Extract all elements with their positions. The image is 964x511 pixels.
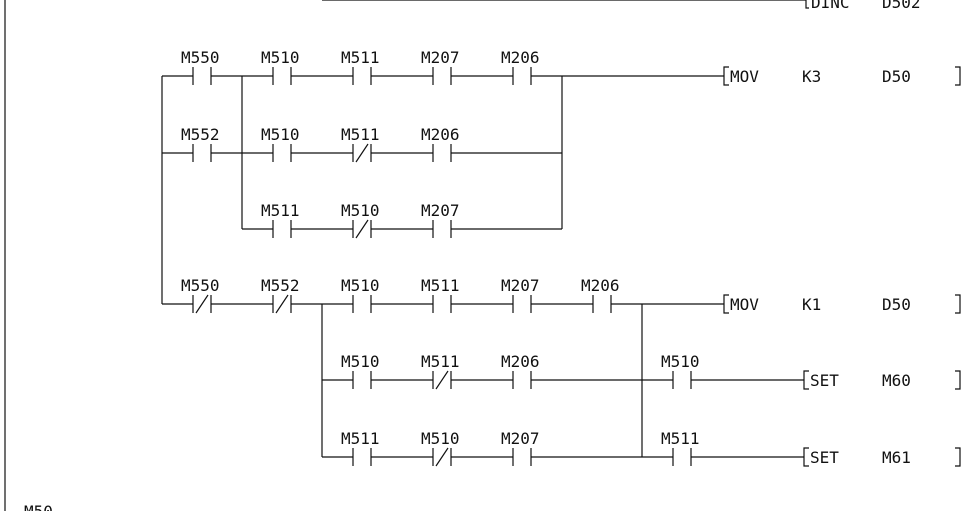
contact-m511-no: M511 bbox=[341, 429, 380, 466]
mov-k3-op: MOV bbox=[730, 67, 759, 86]
contact-m206-no: M206 bbox=[421, 125, 460, 162]
contact-m552-no: M552 bbox=[181, 125, 220, 162]
contact-label: M511 bbox=[421, 352, 460, 371]
contact-m510-nc: M510 bbox=[341, 201, 380, 239]
contact-m207-no: M207 bbox=[421, 48, 460, 85]
bracket-right-set-m61 bbox=[955, 447, 961, 467]
contact-nc-slash bbox=[435, 370, 449, 390]
bracket-left-top bbox=[805, 0, 809, 9]
set-m60-operand: M60 bbox=[882, 371, 911, 390]
contact-m206-no: M206 bbox=[501, 352, 540, 389]
bracket-right-set-m60 bbox=[955, 370, 961, 390]
contact-label: M206 bbox=[501, 352, 540, 371]
contact-m511-nc: M511 bbox=[341, 125, 380, 163]
contact-nc-slash bbox=[275, 294, 289, 314]
contact-m207-no: M207 bbox=[421, 201, 460, 238]
top-instruction-op: DINC bbox=[811, 0, 850, 12]
contact-nc-slash bbox=[195, 294, 209, 314]
contact-label: M206 bbox=[421, 125, 460, 144]
contact-label: M511 bbox=[341, 429, 380, 448]
contact-label: M552 bbox=[261, 276, 300, 295]
contact-label: M206 bbox=[581, 276, 620, 295]
bracket-left-mov-k3 bbox=[723, 66, 729, 86]
contact-m206-no: M206 bbox=[501, 48, 540, 85]
contact-m510-no: M510 bbox=[661, 352, 700, 389]
contact-m206-no: M206 bbox=[581, 276, 620, 313]
instructions: DINC D502 MOV K3 D50 MOV K1 D50 SET M60 … bbox=[24, 0, 961, 511]
contact-nc-slash bbox=[435, 447, 449, 467]
contact-label: M550 bbox=[181, 48, 220, 67]
contact-label: M510 bbox=[341, 201, 380, 220]
contact-m511-nc: M511 bbox=[421, 352, 460, 390]
contact-m510-no: M510 bbox=[341, 352, 380, 389]
bracket-left-mov-k1 bbox=[723, 294, 729, 314]
contact-label: M511 bbox=[341, 48, 380, 67]
contact-nc-slash bbox=[355, 143, 369, 163]
mov-k1-op: MOV bbox=[730, 295, 759, 314]
contact-label: M510 bbox=[421, 429, 460, 448]
contact-m207-no: M207 bbox=[501, 276, 540, 313]
contact-label: M511 bbox=[661, 429, 700, 448]
contact-label: M552 bbox=[181, 125, 220, 144]
contact-m511-no: M511 bbox=[261, 201, 300, 238]
mov-k1-operand1: K1 bbox=[802, 295, 821, 314]
bracket-left-set-m60 bbox=[803, 370, 809, 390]
contact-label: M510 bbox=[261, 125, 300, 144]
contact-label: M550 bbox=[181, 276, 220, 295]
contact-m552-nc: M552 bbox=[261, 276, 300, 314]
bracket-left-set-m61 bbox=[803, 447, 809, 467]
contact-m511-no: M511 bbox=[661, 429, 700, 466]
set-m61-operand: M61 bbox=[882, 448, 911, 467]
contact-label: M510 bbox=[341, 352, 380, 371]
contact-label: M207 bbox=[421, 201, 460, 220]
top-instruction-operand: D502 bbox=[882, 0, 921, 12]
contact-m550-nc: M550 bbox=[181, 276, 220, 314]
contact-label: M510 bbox=[341, 276, 380, 295]
contact-label: M510 bbox=[261, 48, 300, 67]
contact-label: M206 bbox=[501, 48, 540, 67]
contact-label: M511 bbox=[261, 201, 300, 220]
contact-m510-nc: M510 bbox=[421, 429, 460, 467]
contact-m511-no: M511 bbox=[341, 48, 380, 85]
bracket-right-mov-k3 bbox=[955, 66, 961, 86]
contact-label: M207 bbox=[421, 48, 460, 67]
contact-label: M511 bbox=[341, 125, 380, 144]
mov-k3-operand2: D50 bbox=[882, 67, 911, 86]
contact-m511-no: M511 bbox=[421, 276, 460, 313]
contact-m550-no: M550 bbox=[181, 48, 220, 85]
contact-label: M207 bbox=[501, 429, 540, 448]
bottom-label: M50 bbox=[24, 502, 53, 511]
contact-m510-no: M510 bbox=[261, 48, 300, 85]
contact-label: M207 bbox=[501, 276, 540, 295]
contact-label: M510 bbox=[661, 352, 700, 371]
contact-nc-slash bbox=[355, 219, 369, 239]
mov-k3-operand1: K3 bbox=[802, 67, 821, 86]
contact-m510-no: M510 bbox=[341, 276, 380, 313]
mov-k1-operand2: D50 bbox=[882, 295, 911, 314]
set-m60-op: SET bbox=[810, 371, 839, 390]
contact-m207-no: M207 bbox=[501, 429, 540, 466]
contact-m510-no: M510 bbox=[261, 125, 300, 162]
bracket-right-mov-k1 bbox=[955, 294, 961, 314]
wiring bbox=[4, 0, 806, 511]
contact-label: M511 bbox=[421, 276, 460, 295]
set-m61-op: SET bbox=[810, 448, 839, 467]
